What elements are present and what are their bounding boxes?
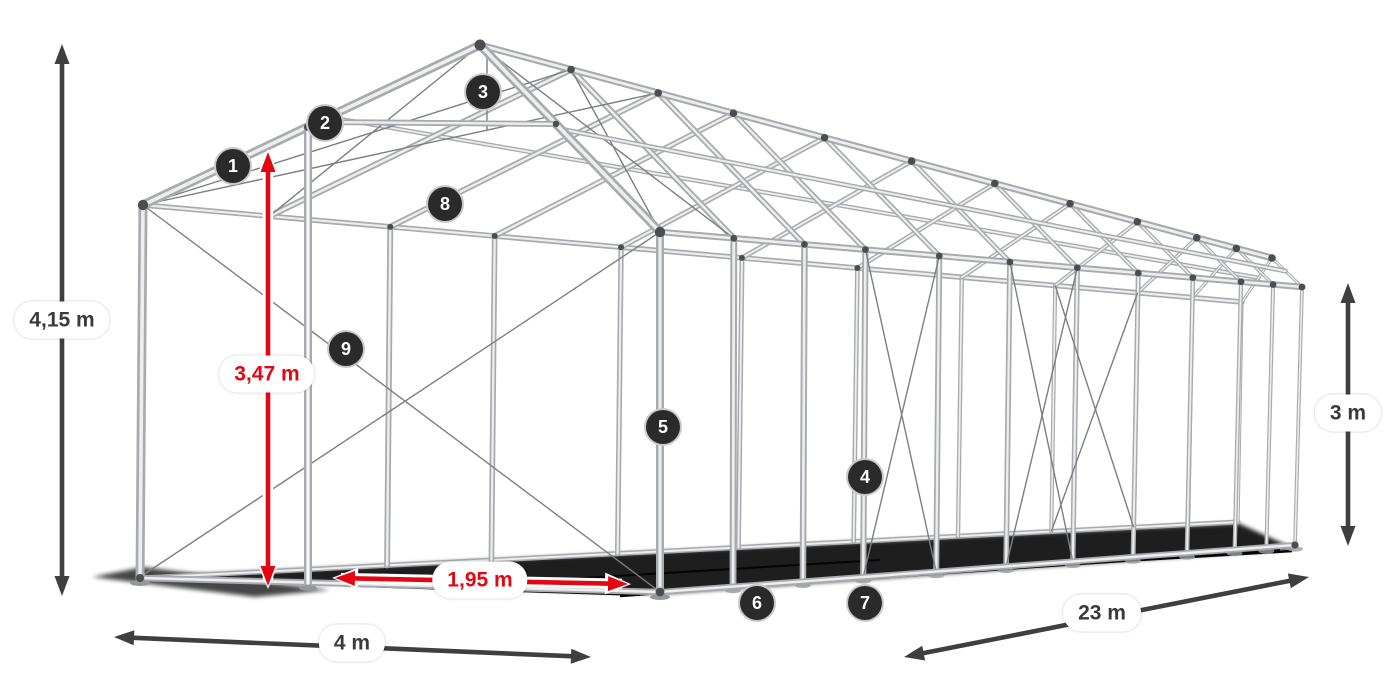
near-side-members — [476, 41, 1306, 595]
pole-spacing-label: 1,95 m — [432, 561, 528, 599]
wall-height-label: 3 m — [1314, 394, 1382, 432]
bracing-cables — [142, 44, 1139, 593]
callout-badge-1: 1 — [214, 147, 252, 185]
callout-badge-2: 2 — [306, 104, 344, 142]
callout-badge-3: 3 — [464, 73, 502, 111]
length-label: 23 m — [1063, 594, 1141, 632]
width-label: 4 m — [318, 624, 386, 662]
callout-badge-7: 7 — [846, 584, 884, 622]
callout-badge-5: 5 — [644, 408, 682, 446]
callout-badge-8: 8 — [426, 185, 464, 223]
wall-height-arrow — [1337, 280, 1359, 549]
callout-badge-6: 6 — [738, 584, 776, 622]
callout-badge-4: 4 — [846, 458, 884, 496]
frame-cross-sections — [263, 66, 1304, 594]
front-gable — [130, 40, 670, 600]
callout-badge-9: 9 — [327, 330, 365, 368]
inner-height-label: 3,47 m — [219, 355, 315, 393]
total-height-label: 4,15 m — [14, 301, 110, 339]
connector-joints — [136, 39, 1306, 597]
